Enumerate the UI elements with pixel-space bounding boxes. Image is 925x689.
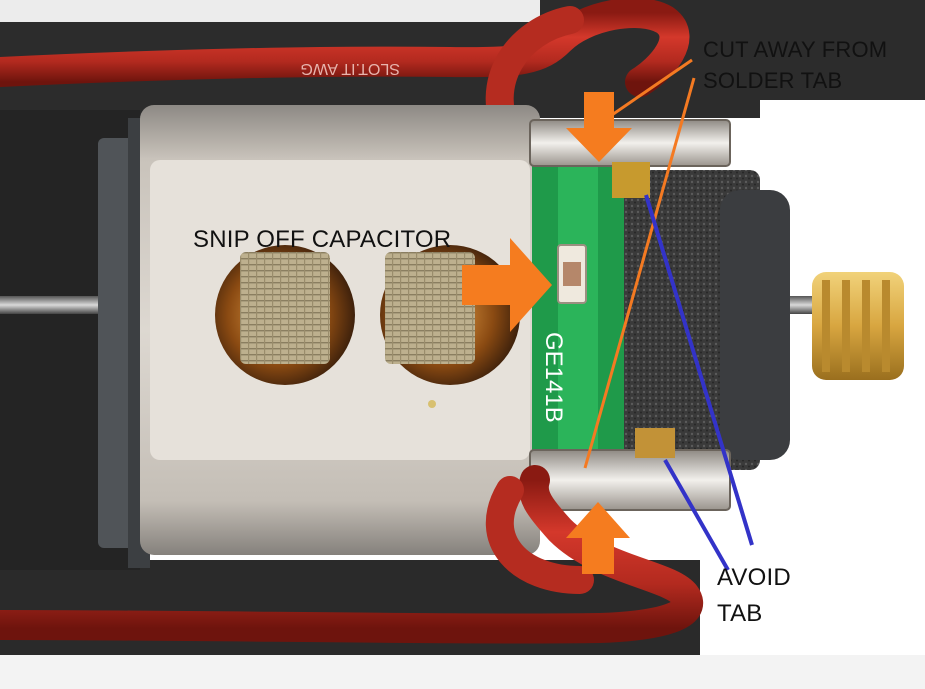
avoid-tab-label: AVOID TAB xyxy=(717,560,791,632)
snip-arrow xyxy=(462,238,552,332)
solder-spot xyxy=(428,400,436,408)
pcb-marking: GE141B xyxy=(540,332,567,423)
chassis-bottom-edge xyxy=(0,655,925,689)
bottom-red-wire xyxy=(0,465,704,644)
bottom-tab-shadow xyxy=(635,428,675,458)
cut-away-label: CUT AWAY FROM SOLDER TAB xyxy=(703,34,887,96)
avoid-line1: AVOID xyxy=(717,564,791,591)
bottom-solder-tab xyxy=(529,449,731,511)
pinion-teeth xyxy=(822,280,890,372)
wire-print-top: SLOT.IT AWG xyxy=(300,60,400,77)
blue-pointer-line-1 xyxy=(644,194,754,546)
blue-pointer-line-2 xyxy=(663,459,730,571)
capacitor-body xyxy=(563,262,581,286)
top-tab-shadow xyxy=(612,162,650,198)
bottom-wire-loop xyxy=(485,476,594,594)
cut-away-line1: CUT AWAY FROM xyxy=(703,37,888,62)
housing-side xyxy=(720,190,790,460)
pcb-stripe xyxy=(558,158,598,468)
top-solder-tab xyxy=(529,119,731,167)
cut-away-line2: SOLDER TAB xyxy=(703,68,843,93)
avoid-line2: TAB xyxy=(717,600,763,627)
top-down-arrow xyxy=(566,92,632,162)
brush-right xyxy=(385,252,475,364)
chassis-top-edge xyxy=(0,0,540,22)
bottom-up-arrow xyxy=(566,502,630,574)
snip-capacitor-label: SNIP OFF CAPACITOR xyxy=(193,226,452,253)
orange-pointer-line-2 xyxy=(583,77,696,469)
pinion-gear xyxy=(812,272,904,380)
brush-left xyxy=(240,252,330,364)
